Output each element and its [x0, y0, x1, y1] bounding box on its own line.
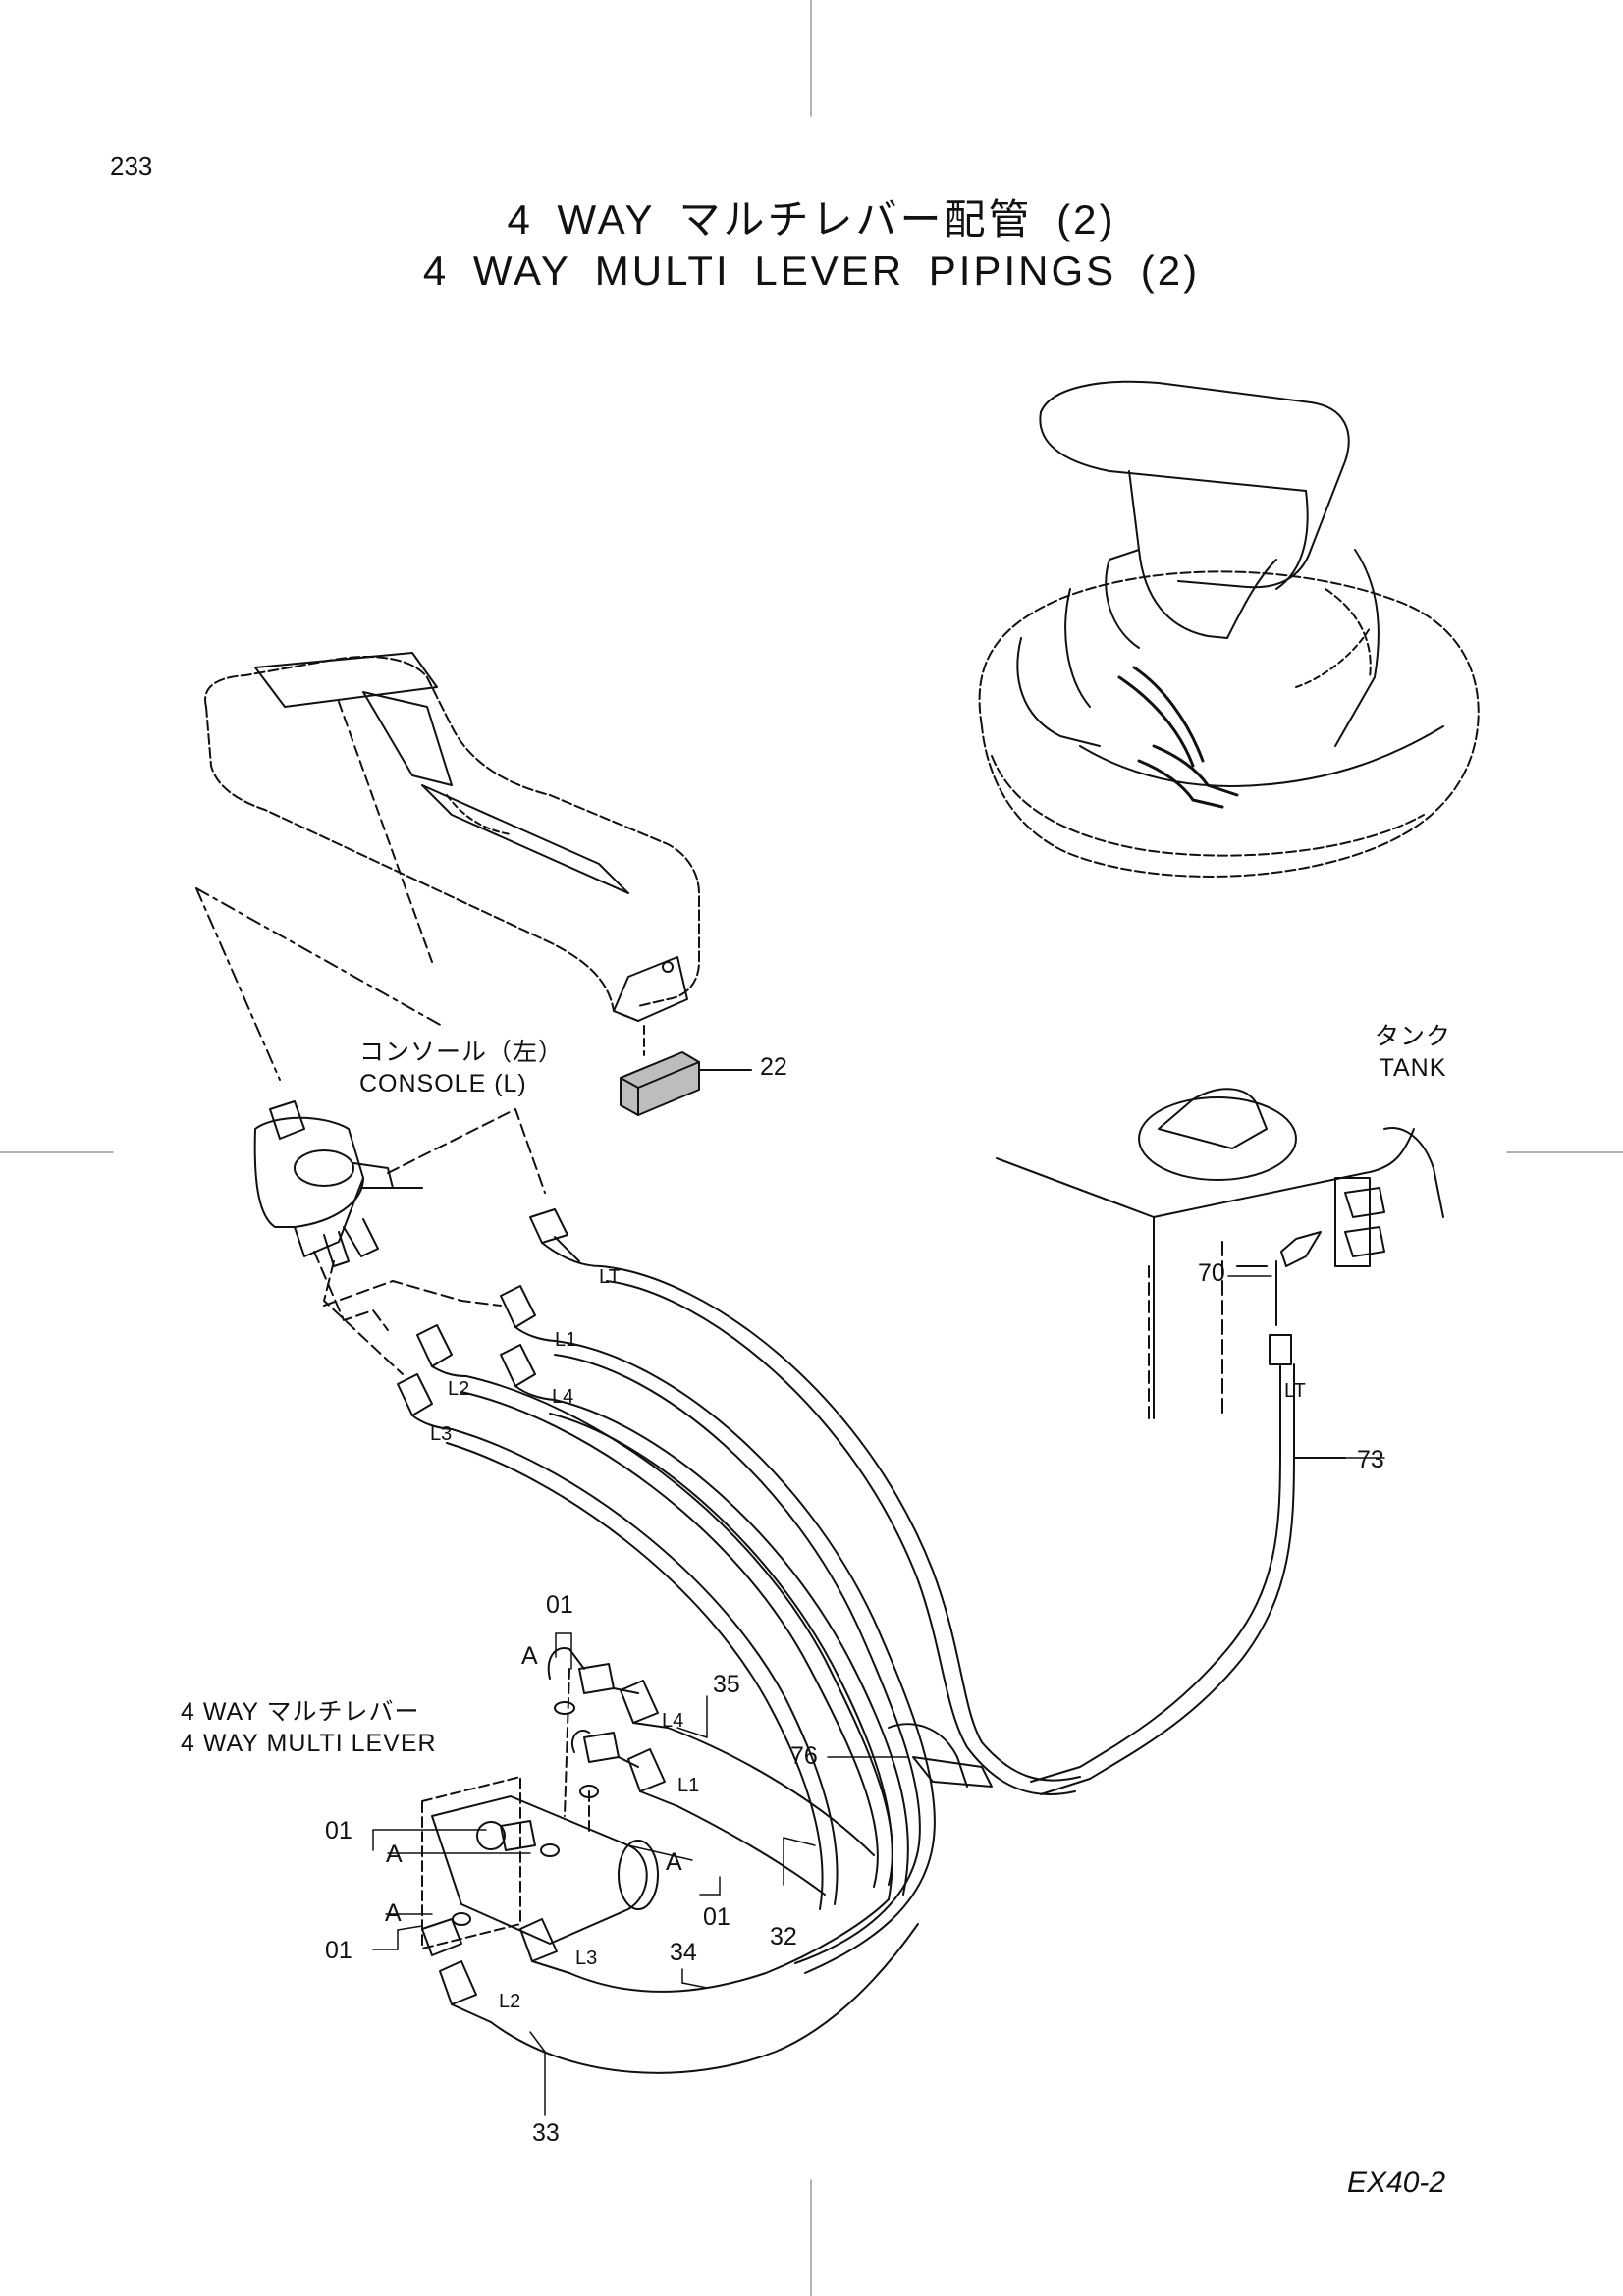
- title-english: 4 WAY MULTI LEVER PIPINGS (2): [422, 247, 1201, 294]
- callout-a-top: A: [521, 1642, 538, 1670]
- multi-lever-valve-upper: [253, 1100, 546, 1267]
- callout-a-right: A: [666, 1848, 682, 1876]
- console-label-en: CONSOLE (L): [359, 1070, 527, 1097]
- hose-fittings-upper: [313, 1251, 556, 1430]
- callout-part-01-mid: 01: [325, 1817, 352, 1844]
- port-label-lt-tank: LT: [1284, 1380, 1306, 1402]
- callout-a-bottom: A: [385, 1899, 402, 1927]
- title-japanese: 4 WAY マルチレバー配管 (2): [507, 196, 1116, 242]
- port-label-l3-lower: L3: [575, 1948, 598, 1969]
- port-label-l2-upper: L2: [448, 1378, 470, 1400]
- main-hose-bundle: [446, 1265, 1081, 1974]
- console-label: コンソール（左） CONSOLE (L): [359, 1037, 564, 1099]
- callout-part-76: 76: [790, 1742, 818, 1770]
- excavator-cab-illustration: [978, 380, 1480, 878]
- lt-fitting-console: [529, 1208, 602, 1267]
- hydraulic-tank-illustration: [996, 1088, 1444, 1419]
- multi-lever-label-jp: 4 WAY マルチレバー: [181, 1698, 420, 1726]
- port-label-lt-console: LT: [599, 1266, 621, 1288]
- leader-lines: [372, 1275, 1385, 2116]
- callout-part-70: 70: [1198, 1259, 1225, 1287]
- port-label-l3-upper: L3: [430, 1423, 453, 1445]
- callout-part-01-bottom: 01: [325, 1937, 352, 1964]
- model-code: EX40-2: [1347, 2166, 1446, 2199]
- hose-fittings-lower: [439, 1680, 919, 2074]
- port-label-l4-lower: L4: [662, 1710, 684, 1732]
- part-22-shape: [620, 1051, 752, 1116]
- callout-part-01-right: 01: [703, 1903, 730, 1931]
- console-label-jp: コンソール（左）: [359, 1039, 565, 1066]
- multi-lever-label-en: 4 WAY MULTI LEVER: [181, 1730, 437, 1757]
- callout-part-34: 34: [670, 1939, 697, 1966]
- multi-lever-assembly-lower: [421, 1647, 659, 1956]
- port-label-l4-upper: L4: [552, 1386, 574, 1408]
- tank-label-jp: タンク: [1375, 1023, 1452, 1050]
- port-label-l1-upper: L1: [555, 1329, 577, 1351]
- callout-part-01-top: 01: [546, 1591, 573, 1619]
- callout-part-22: 22: [760, 1053, 787, 1081]
- tank-return-hose: [1030, 1260, 1346, 1795]
- tank-label-en: TANK: [1379, 1054, 1447, 1082]
- callout-part-35: 35: [713, 1671, 740, 1698]
- callout-part-33: 33: [532, 2119, 560, 2147]
- tank-label: タンク TANK: [1375, 1021, 1451, 1084]
- callout-a-mid: A: [386, 1841, 403, 1868]
- port-label-l1-lower: L1: [677, 1775, 700, 1796]
- callout-part-32: 32: [770, 1923, 797, 1950]
- page-number: 233: [110, 151, 153, 181]
- multi-lever-label: 4 WAY マルチレバー 4 WAY MULTI LEVER: [181, 1696, 437, 1759]
- callout-part-73: 73: [1357, 1446, 1384, 1473]
- console-left-illustration: [195, 652, 700, 1081]
- port-label-l2-lower: L2: [499, 1991, 521, 2012]
